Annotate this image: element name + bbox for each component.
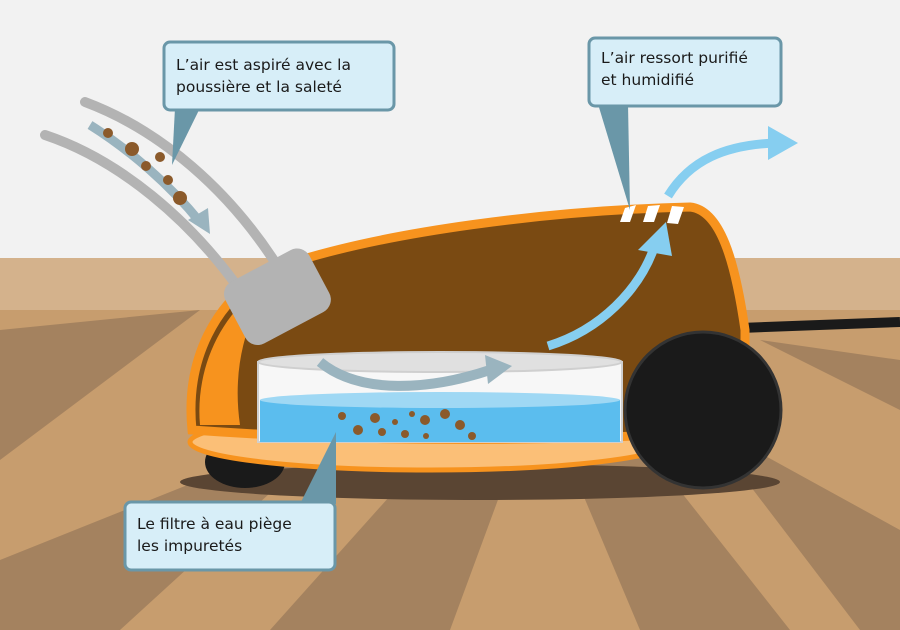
exhaust-air-arrows [546,126,798,351]
callout-exhaust-line-1: L’air ressort purifié [601,49,748,67]
power-cord [739,317,900,333]
callout-exhaust: L’air ressort purifié et humidifié [587,36,783,210]
callout-filter-line-1: Le filtre à eau piège [137,515,292,533]
internal-air-arrow [316,355,512,391]
callout-intake: L’air est aspiré avec la poussière et la … [162,40,396,165]
hose [40,97,331,346]
callout-intake-line-2: poussière et la saleté [176,78,342,96]
exhaust-vents [620,205,684,224]
body-front-trim [199,280,272,425]
intake-arrow-head [188,208,210,234]
callout-filter-line-2: les impuretés [137,537,242,555]
callout-intake-line-1: L’air est aspiré avec la [176,56,351,74]
intake-dirt [103,128,187,205]
callout-filter: Le filtre à eau piège les impuretés [123,432,337,572]
callout-exhaust-line-2: et humidifié [601,71,694,89]
trapped-dirt [338,409,476,440]
water-filter-container [257,351,623,443]
hose-nozzle [224,248,331,346]
right-wheel [623,330,783,490]
